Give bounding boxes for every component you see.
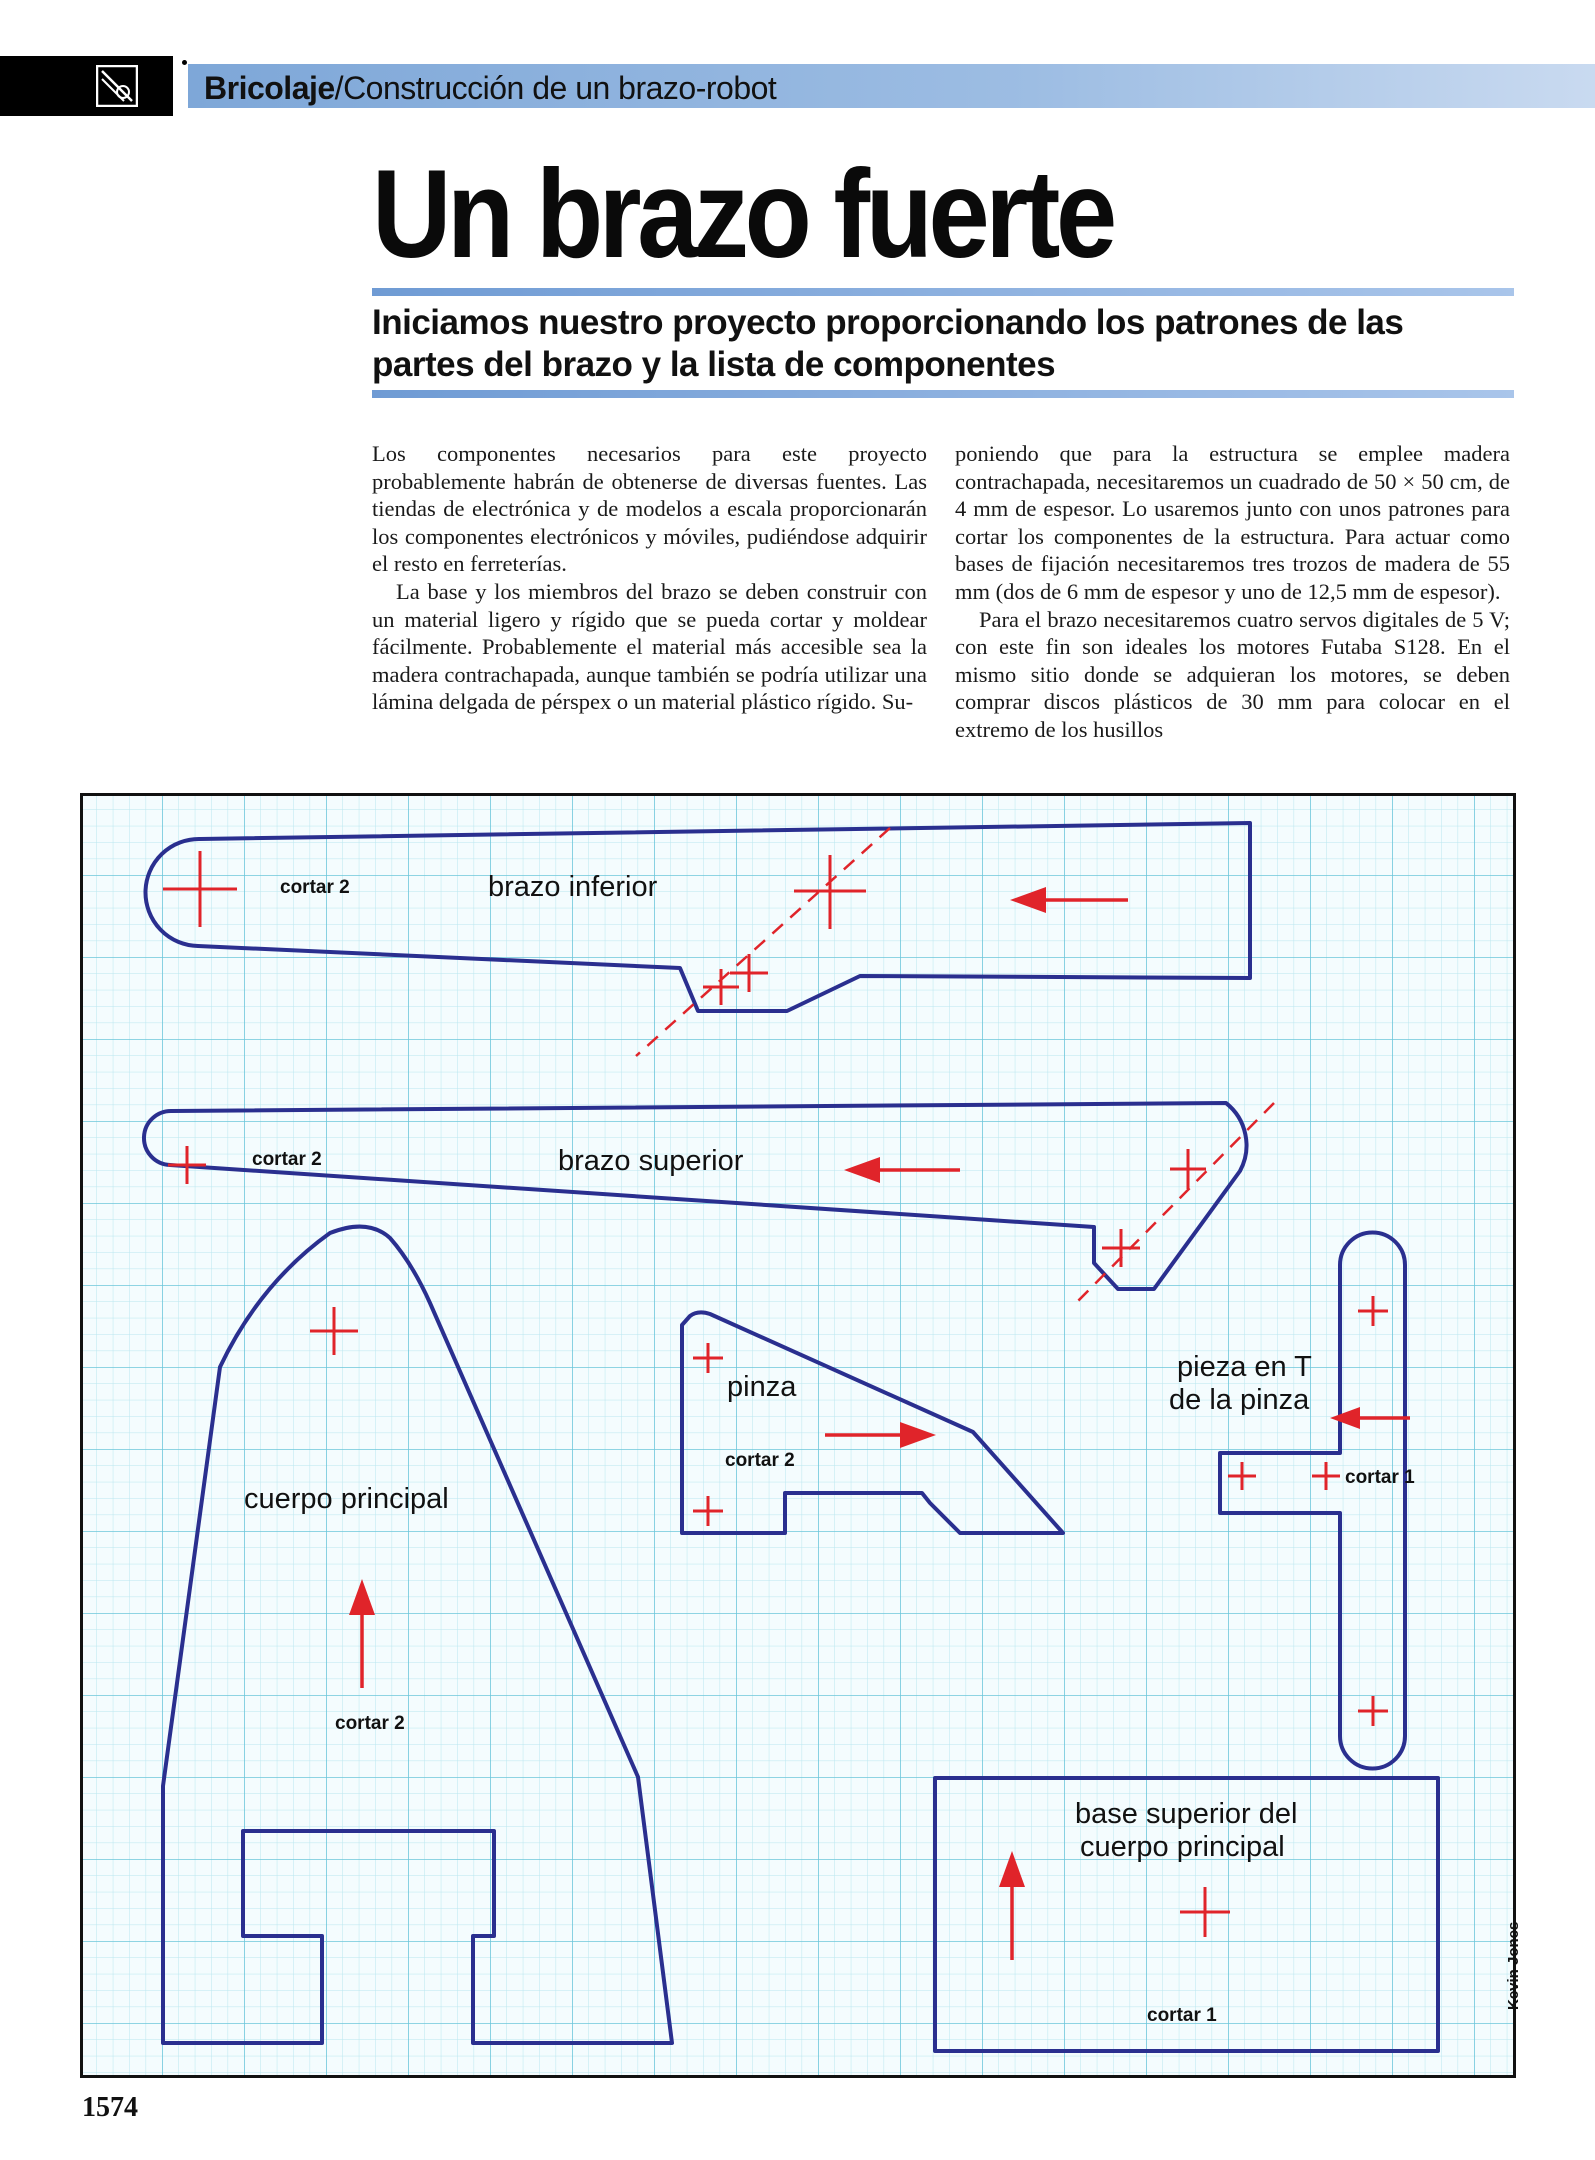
pieza-t-outline <box>1218 1230 1407 1771</box>
crosshair-mark <box>730 954 768 992</box>
crosshair-mark <box>794 855 866 929</box>
pinza-outline <box>680 1310 1065 1535</box>
brazo-inferior-outline <box>143 821 1252 1013</box>
diagram-frame <box>80 793 1516 2078</box>
subtitle-rule-top <box>372 288 1514 296</box>
label-cortar-inferior: cortar 2 <box>280 877 350 898</box>
label-cortar-pieza-t: cortar 1 <box>1345 1467 1415 1488</box>
crosshair-mark <box>703 969 739 1005</box>
crosshair-mark <box>310 1307 358 1355</box>
label-cuerpo-principal: cuerpo principal <box>244 1483 449 1515</box>
label-cortar-cuerpo: cortar 2 <box>335 1713 405 1734</box>
paragraph: La base y los miembros del brazo se debe… <box>372 578 927 715</box>
label-cortar-pinza: cortar 2 <box>725 1450 795 1471</box>
crosshair-mark <box>693 1343 723 1373</box>
crosshair-mark <box>693 1496 723 1526</box>
grid <box>80 793 1516 2078</box>
paragraph: Para el brazo necesitaremos cuatro servo… <box>955 606 1510 742</box>
header-band <box>188 64 1595 108</box>
header-section: Bricolaje <box>204 70 335 106</box>
cutting-patterns-diagram: brazo inferior cortar 2 brazo superior c… <box>80 793 1516 2078</box>
arrow-left <box>1330 1407 1410 1429</box>
page-subtitle: Iniciamos nuestro proyecto proporcionand… <box>372 303 1404 384</box>
arrow-left <box>844 1157 960 1183</box>
label-cortar-superior: cortar 2 <box>252 1149 322 1170</box>
header-breadcrumb: Bricolaje/Construcción de un brazo-robot <box>204 70 777 106</box>
label-pieza-t-1: pieza en T <box>1177 1351 1312 1383</box>
page-number: 1574 <box>82 2092 138 2123</box>
cuerpo-principal-outline <box>161 1224 674 2045</box>
crosshair-mark <box>1228 1462 1256 1490</box>
label-pinza: pinza <box>727 1371 797 1403</box>
illustrator-credit: Kevin Jones <box>1505 1921 1522 2010</box>
crosshair-mark <box>168 1146 206 1184</box>
subtitle-rule-bottom <box>372 390 1514 398</box>
label-base-superior-2: cuerpo principal <box>1080 1831 1285 1863</box>
header-badge <box>0 56 173 116</box>
label-cortar-base: cortar 1 <box>1147 2005 1217 2026</box>
arrow-right <box>825 1422 936 1448</box>
base-superior-outline <box>933 1776 1440 2053</box>
header-separator: / <box>334 70 344 106</box>
header-dot <box>182 60 187 65</box>
label-base-superior-1: base superior del <box>1075 1798 1297 1830</box>
label-pieza-t-2: de la pinza <box>1169 1384 1310 1416</box>
arrow-up <box>349 1579 375 1688</box>
arrow-up <box>999 1851 1025 1960</box>
page-title: Un brazo fuerte <box>372 145 1117 284</box>
label-brazo-inferior: brazo inferior <box>488 871 658 903</box>
arrow-left <box>1010 887 1128 913</box>
text-column-left: Los componentes necesarios para este pro… <box>372 440 927 716</box>
label-brazo-superior: brazo superior <box>558 1145 744 1177</box>
text-column-right: poniendo que para la estructura se emple… <box>955 440 1510 744</box>
crosshair-mark <box>1170 1149 1206 1189</box>
crosshair-mark <box>1312 1462 1340 1490</box>
crosshair-mark <box>1358 1296 1388 1326</box>
crosshair-mark <box>1102 1229 1140 1267</box>
crosshair-mark <box>1358 1696 1388 1726</box>
robot-arm-icon <box>96 65 138 107</box>
paragraph: poniendo que para la estructura se emple… <box>955 441 1510 604</box>
header-topic: Construcción de un brazo-robot <box>343 70 777 106</box>
paragraph: Los componentes necesarios para este pro… <box>372 441 927 577</box>
axis-line-inferior <box>635 827 891 1057</box>
crosshair-mark <box>1180 1887 1230 1937</box>
crosshair-mark <box>163 851 237 927</box>
